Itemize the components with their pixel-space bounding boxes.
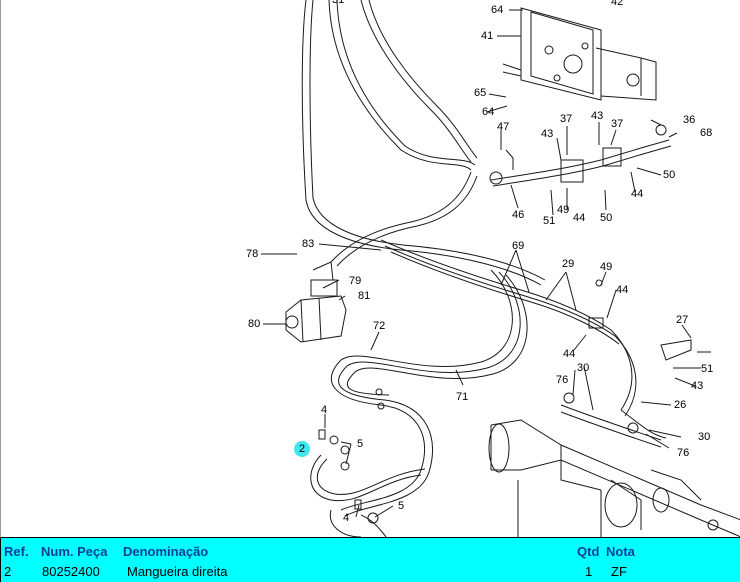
header-note: Nota xyxy=(606,544,635,559)
callout-72[interactable]: 72 xyxy=(373,320,386,332)
callout-65[interactable]: 65 xyxy=(474,87,487,99)
callout-80[interactable]: 80 xyxy=(248,318,261,330)
callout-5[interactable]: 5 xyxy=(357,438,364,450)
callout-50[interactable]: 50 xyxy=(663,169,676,181)
header-part-number: Num. Peça xyxy=(41,544,108,559)
exploded-view-drawing xyxy=(261,0,740,537)
callout-4[interactable]: 4 xyxy=(321,404,328,416)
callout-51[interactable]: 51 xyxy=(543,215,556,227)
callout-36[interactable]: 36 xyxy=(683,114,696,126)
callout-79[interactable]: 79 xyxy=(349,275,362,287)
callout-30[interactable]: 30 xyxy=(698,431,711,443)
callout-43[interactable]: 43 xyxy=(691,380,704,392)
callout-43[interactable]: 43 xyxy=(541,128,554,140)
callout-76[interactable]: 76 xyxy=(556,374,569,386)
callout-26[interactable]: 26 xyxy=(674,399,687,411)
callout-43[interactable]: 43 xyxy=(591,110,604,122)
row-description[interactable]: Mangueira direita xyxy=(127,564,228,579)
header-qty: Qtd xyxy=(577,544,600,559)
callout-83[interactable]: 83 xyxy=(302,238,315,250)
callout-44[interactable]: 44 xyxy=(563,348,576,360)
callout-46[interactable]: 46 xyxy=(512,209,525,221)
callout-69[interactable]: 69 xyxy=(512,240,525,252)
parts-diagram: 31 42 64 41 65 64 47 43 37 43 37 36 68 5… xyxy=(0,0,740,537)
callout-2-highlighted[interactable]: 2 xyxy=(294,441,310,457)
callout-4[interactable]: 4 xyxy=(343,512,350,524)
callout-64[interactable]: 64 xyxy=(482,106,495,118)
header-description: Denominação xyxy=(123,544,209,559)
callout-42[interactable]: 42 xyxy=(611,0,624,8)
callout-49[interactable]: 49 xyxy=(600,261,613,273)
callout-37[interactable]: 37 xyxy=(560,113,573,125)
callout-31[interactable]: 31 xyxy=(332,0,345,6)
callout-51[interactable]: 51 xyxy=(701,363,714,375)
callout-44[interactable]: 44 xyxy=(573,212,586,224)
callout-49[interactable]: 49 xyxy=(557,204,570,216)
callout-27[interactable]: 27 xyxy=(676,314,689,326)
callout-41[interactable]: 41 xyxy=(481,30,494,42)
header-ref: Ref. xyxy=(4,544,29,559)
row-qty: 1 xyxy=(585,564,593,579)
parts-table: Ref. Num. Peça Denominação Qtd Nota 2 80… xyxy=(0,537,740,582)
callout-29[interactable]: 29 xyxy=(562,258,575,270)
callout-50[interactable]: 50 xyxy=(600,212,613,224)
callout-71[interactable]: 71 xyxy=(456,391,469,403)
callout-47[interactable]: 47 xyxy=(497,121,510,133)
callout-44[interactable]: 44 xyxy=(616,284,629,296)
row-ref[interactable]: 2 xyxy=(4,564,12,579)
callout-76[interactable]: 76 xyxy=(677,447,690,459)
callout-5[interactable]: 5 xyxy=(398,500,405,512)
row-part-number[interactable]: 80252400 xyxy=(42,564,100,579)
callout-68[interactable]: 68 xyxy=(700,127,713,139)
callout-30[interactable]: 30 xyxy=(577,362,590,374)
callout-78[interactable]: 78 xyxy=(246,248,259,260)
callout-81[interactable]: 81 xyxy=(358,290,371,302)
row-note: ZF xyxy=(611,564,627,579)
callout-37[interactable]: 37 xyxy=(611,118,624,130)
callout-64[interactable]: 64 xyxy=(491,4,504,16)
callout-44[interactable]: 44 xyxy=(631,188,644,200)
